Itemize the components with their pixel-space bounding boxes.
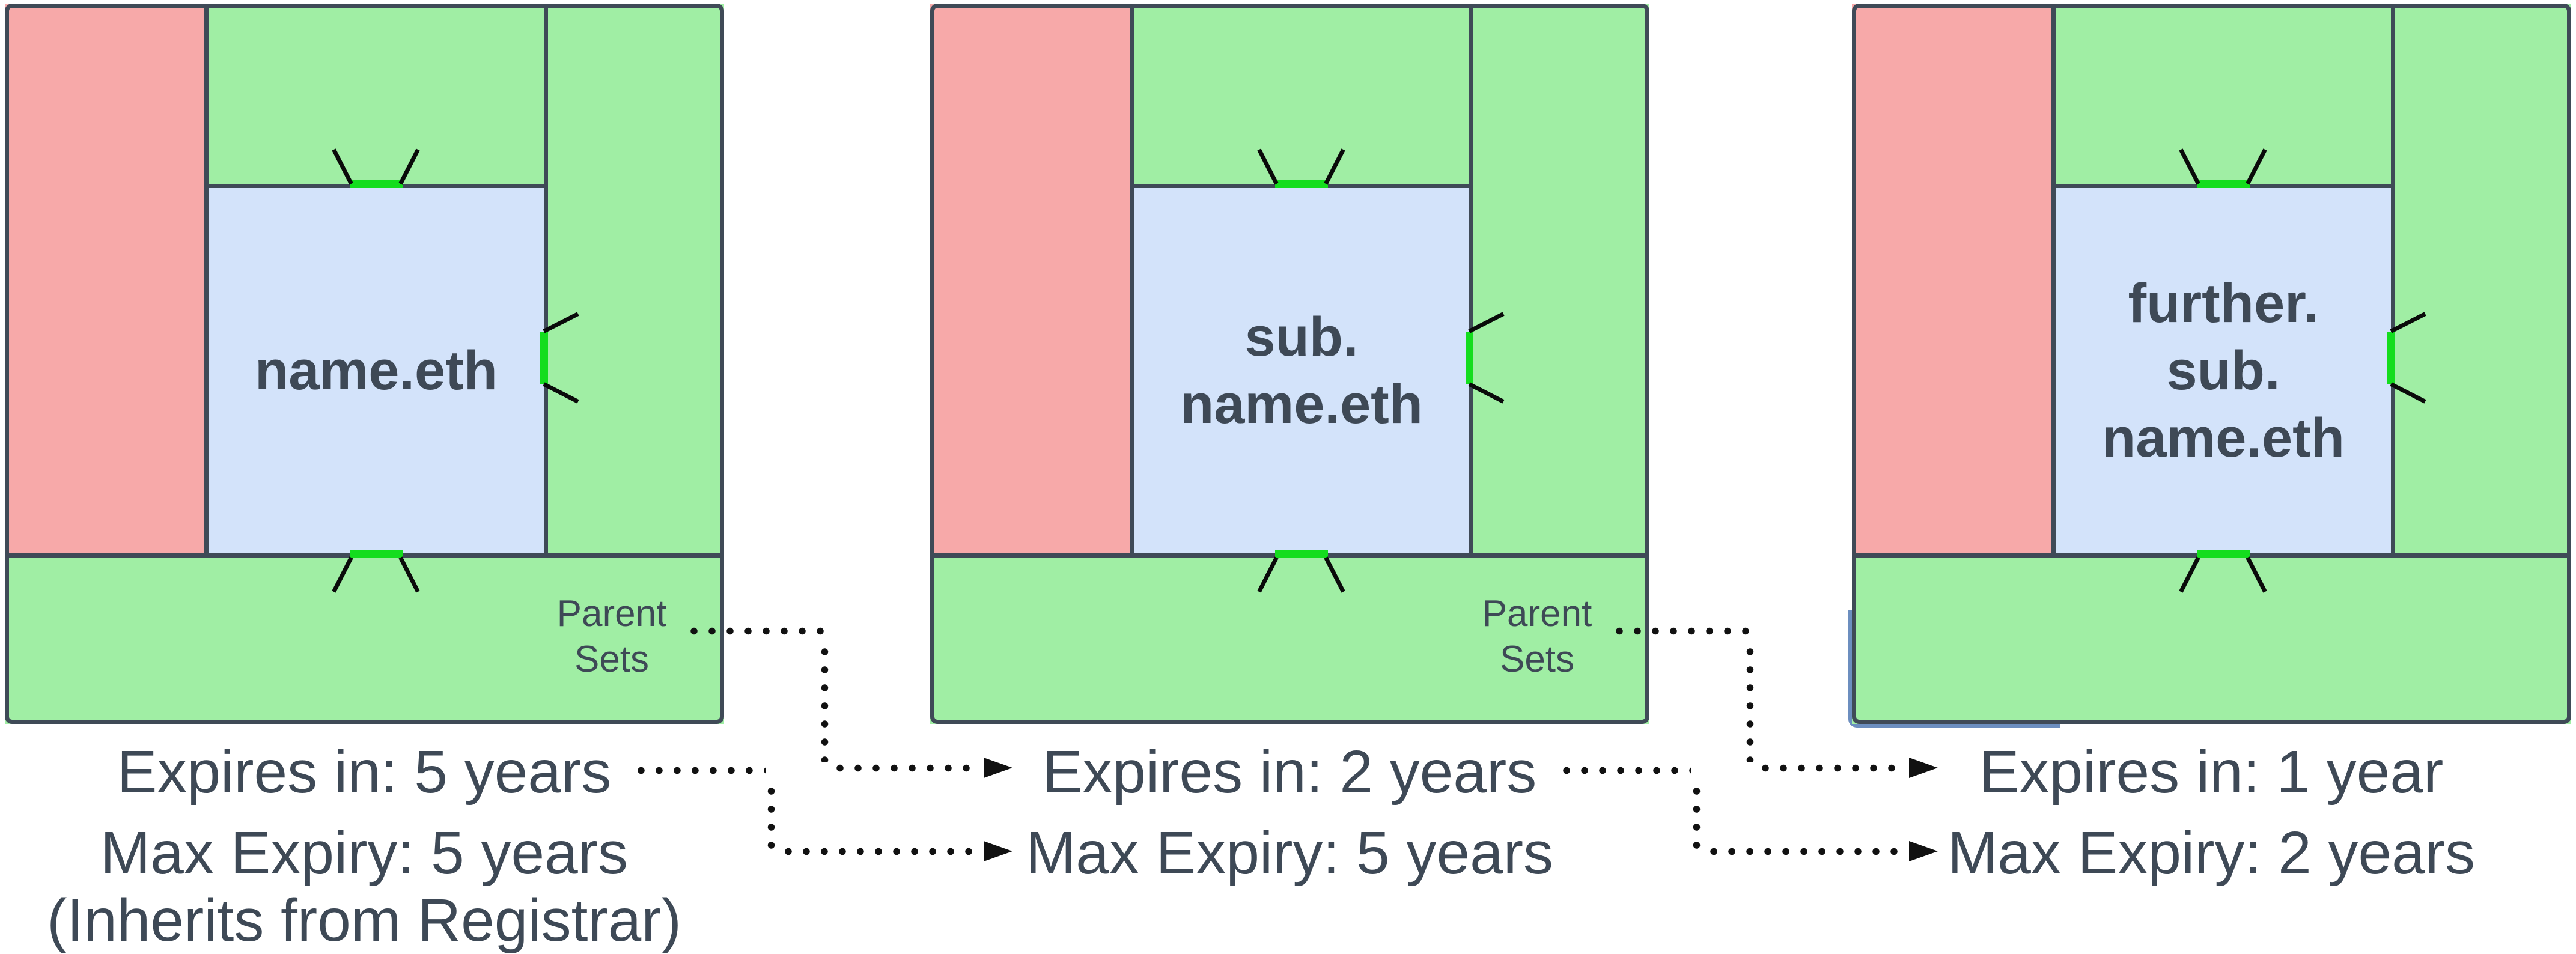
parent-sets-line: Parent [556,593,667,634]
arrowhead-icon [984,758,1012,778]
arrowhead-icon [1909,841,1938,861]
diagram-sub-name-eth: sub. name.eth Parent Sets [930,4,1649,724]
arrowhead-icon [1909,758,1938,778]
dotted-connector-parent-sets-1 [821,643,829,762]
divider-line [544,4,548,555]
divider-line [2391,4,2395,555]
fuse-mark-right-icon [540,332,548,384]
name-label-line: name.eth [1180,374,1423,435]
expired-left-strip [1852,4,2054,555]
dotted-connector-parent-sets-2 [1756,764,1904,772]
parent-sets-line: Sets [1499,639,1575,680]
name-label: name.eth [207,186,546,555]
green-right-region [546,4,724,555]
expired-left-strip [5,4,207,555]
blue-outline-artifact [1848,610,2060,728]
fuse-mark-bottom-icon [2197,550,2250,558]
parent-sets-label: Parent Sets [1411,591,1663,682]
expires-text-name-eth: Expires in: 5 years [117,738,612,806]
dotted-connector-parent-sets-1 [685,627,826,635]
dotted-connector-parent-sets-1 [831,764,978,772]
blue-name-box [2054,186,2393,555]
fuse-mark-right-icon [2387,332,2395,384]
dotted-connector-expiry-2 [1705,848,1903,855]
divider-line [2051,4,2056,555]
max-expiry-text-sub-name-eth: Max Expiry: 5 years [1025,819,1554,887]
green-top-region [207,4,546,186]
fuse-mark-top-icon [2197,180,2250,188]
blue-name-box [207,186,546,555]
parent-sets-line: Parent [1482,593,1592,634]
green-right-region [2393,4,2571,555]
name-label: further. sub. name.eth [2054,186,2393,555]
name-label-line: name.eth [255,340,498,401]
fuse-mark-right-icon [1466,332,1473,384]
expires-text-further-sub-name-eth: Expires in: 1 year [1979,738,2444,806]
fuse-mark-bottom-icon [350,550,403,558]
name-label-line: name.eth [2102,407,2345,469]
arrowhead-icon [984,841,1012,861]
fuse-mark-top-icon [350,180,403,188]
green-top-region [2054,4,2393,186]
dotted-connector-expiry-2 [1693,782,1701,849]
green-bottom-band [1852,555,2571,724]
green-top-region [1132,4,1471,186]
dotted-connector-expiry-1 [779,848,978,855]
name-label: sub. name.eth [1132,186,1471,555]
green-bottom-band [930,555,1649,724]
divider-line [204,4,209,555]
expired-left-strip [930,4,1132,555]
parent-sets-label: Parent Sets [486,591,738,682]
green-right-region [1471,4,1649,555]
parent-sets-line: Sets [574,639,650,680]
name-label-line: sub. [1244,306,1359,368]
name-label-line: further. [2128,273,2319,334]
diagram-border [1852,4,2571,724]
name-label-line: sub. [2166,340,2280,401]
divider-line [1469,4,1473,555]
blue-name-box [1132,186,1471,555]
diagram-further-sub-name-eth: further. sub. name.eth [1852,4,2571,724]
dotted-connector-parent-sets-2 [1610,627,1752,635]
divider-line [1130,4,1134,555]
expires-text-sub-name-eth: Expires in: 2 years [1042,738,1537,806]
dotted-connector-expiry-1 [632,767,766,774]
fuse-mark-top-icon [1275,180,1328,188]
diagram-border [930,4,1649,724]
diagram-border [5,4,724,724]
dotted-connector-parent-sets-2 [1746,643,1754,762]
fuse-mark-bottom-icon [1275,550,1328,558]
inherits-note-text: (Inherits from Registrar) [47,887,681,954]
max-expiry-text-name-eth: Max Expiry: 5 years [100,819,629,887]
max-expiry-text-further-sub-name-eth: Max Expiry: 2 years [1947,819,2476,887]
green-bottom-band [5,555,724,724]
dotted-connector-expiry-1 [767,782,775,849]
dotted-connector-expiry-2 [1557,767,1691,774]
diagram-name-eth: name.eth Parent Sets [5,4,724,724]
